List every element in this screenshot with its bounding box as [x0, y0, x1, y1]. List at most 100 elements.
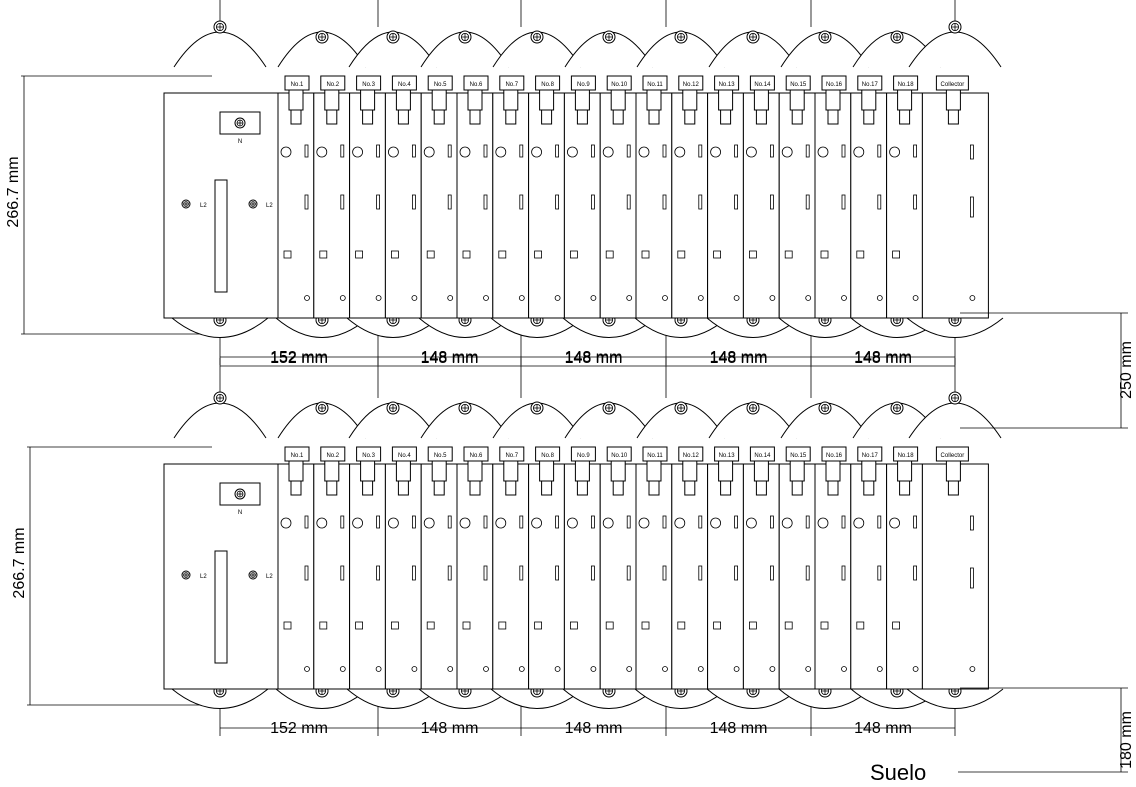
screw-icon	[213, 20, 227, 34]
mount-hole	[602, 146, 614, 158]
slot-module-body	[671, 463, 709, 690]
slot-module-body	[599, 463, 637, 690]
connector-tip	[827, 480, 839, 496]
slot-module-body	[707, 92, 744, 319]
vent-slot	[970, 196, 974, 218]
mounting-tab-top	[173, 31, 267, 68]
mount-hole	[423, 146, 435, 158]
status-dot	[805, 295, 812, 301]
indicator-square	[283, 621, 292, 630]
vent-slot	[626, 515, 631, 529]
vent-slot	[734, 565, 738, 581]
status-dot	[912, 666, 919, 672]
slot-module-body	[492, 463, 530, 690]
vent-slot	[805, 515, 810, 529]
indicator-square	[820, 621, 829, 630]
slot-module: No.11	[635, 75, 673, 319]
mount-hole	[889, 146, 900, 158]
slot-module: No.15	[778, 446, 816, 690]
vent-slot	[662, 144, 667, 158]
slot-module-body	[635, 92, 673, 319]
connector	[682, 89, 698, 111]
slot-module-body	[850, 92, 888, 319]
slot-module-body	[313, 463, 351, 690]
connector-tip	[397, 109, 409, 125]
connector	[610, 460, 626, 482]
status-dot	[411, 295, 418, 301]
screw-icon	[315, 30, 329, 44]
indicator-square	[355, 250, 364, 259]
mount-hole	[531, 146, 542, 158]
slot-module: No.1	[277, 446, 315, 690]
status-dot	[626, 295, 633, 301]
floor-gap-dimension: 180 mm	[960, 687, 1135, 773]
l2-right-label: L2	[266, 574, 273, 580]
vent-slot	[519, 515, 524, 529]
connector-tip	[755, 480, 767, 496]
bottom-dimension-label: 148 mm	[421, 720, 479, 737]
mount-hole	[853, 146, 865, 158]
slot-module: No.4	[384, 446, 422, 690]
screw-icon	[458, 401, 472, 415]
connector-tip	[755, 109, 767, 125]
slot-label: No.15	[790, 453, 807, 459]
connector-tip	[290, 109, 302, 125]
floor-gap-label: 180 mm	[1118, 711, 1135, 769]
vent-slot	[913, 144, 917, 158]
vent-slot	[970, 144, 974, 160]
connector	[503, 89, 519, 111]
slot-label: No.5	[434, 82, 447, 88]
slot-module: No.13	[707, 75, 744, 319]
slot-module: No.7	[492, 446, 530, 690]
connector-tip	[469, 480, 481, 496]
vent-slot	[340, 565, 345, 581]
screw-icon	[458, 30, 472, 44]
vent-slot	[626, 144, 631, 158]
mount-hole	[280, 517, 292, 529]
status-dot	[769, 666, 776, 672]
slot-label: No.3	[362, 453, 375, 459]
mounting-tab-bottom	[171, 688, 269, 709]
vent-slot	[734, 144, 738, 158]
slot-label: No.13	[719, 82, 736, 88]
height-dimension: 266.7 mm	[11, 446, 212, 706]
slot-label: No.9	[577, 453, 590, 459]
vent-slot	[913, 565, 917, 581]
status-dot	[662, 295, 668, 301]
slot-module-body	[528, 92, 565, 319]
vent-slot	[841, 515, 846, 529]
slot-module: No.9	[563, 75, 601, 319]
mount-hole	[567, 517, 578, 529]
bottom-dimension-label: 152 mm	[270, 349, 328, 366]
screw-icon	[948, 20, 962, 34]
mount-hole	[280, 146, 292, 158]
slot-module-body	[420, 92, 458, 319]
connector	[861, 460, 877, 482]
mount-hole	[567, 146, 578, 158]
connector	[288, 460, 304, 482]
vent-slot	[698, 515, 703, 529]
slot-module-body	[277, 463, 315, 690]
status-dot	[805, 666, 812, 672]
indicator-square	[426, 621, 435, 630]
connector	[753, 89, 769, 111]
vent-slot	[805, 194, 810, 210]
status-dot	[483, 295, 489, 301]
screw-icon	[248, 570, 258, 580]
slot-module: No.13	[707, 446, 744, 690]
screw-icon	[890, 401, 904, 415]
slot-label: No.5	[434, 453, 447, 459]
indicator-square	[319, 621, 328, 630]
connector	[503, 460, 519, 482]
vent-slot	[698, 565, 703, 581]
connector-tip	[684, 480, 696, 496]
vent-slot	[304, 515, 309, 529]
status-dot	[411, 666, 418, 672]
screw-icon	[234, 117, 246, 129]
mount-hole	[674, 517, 686, 529]
